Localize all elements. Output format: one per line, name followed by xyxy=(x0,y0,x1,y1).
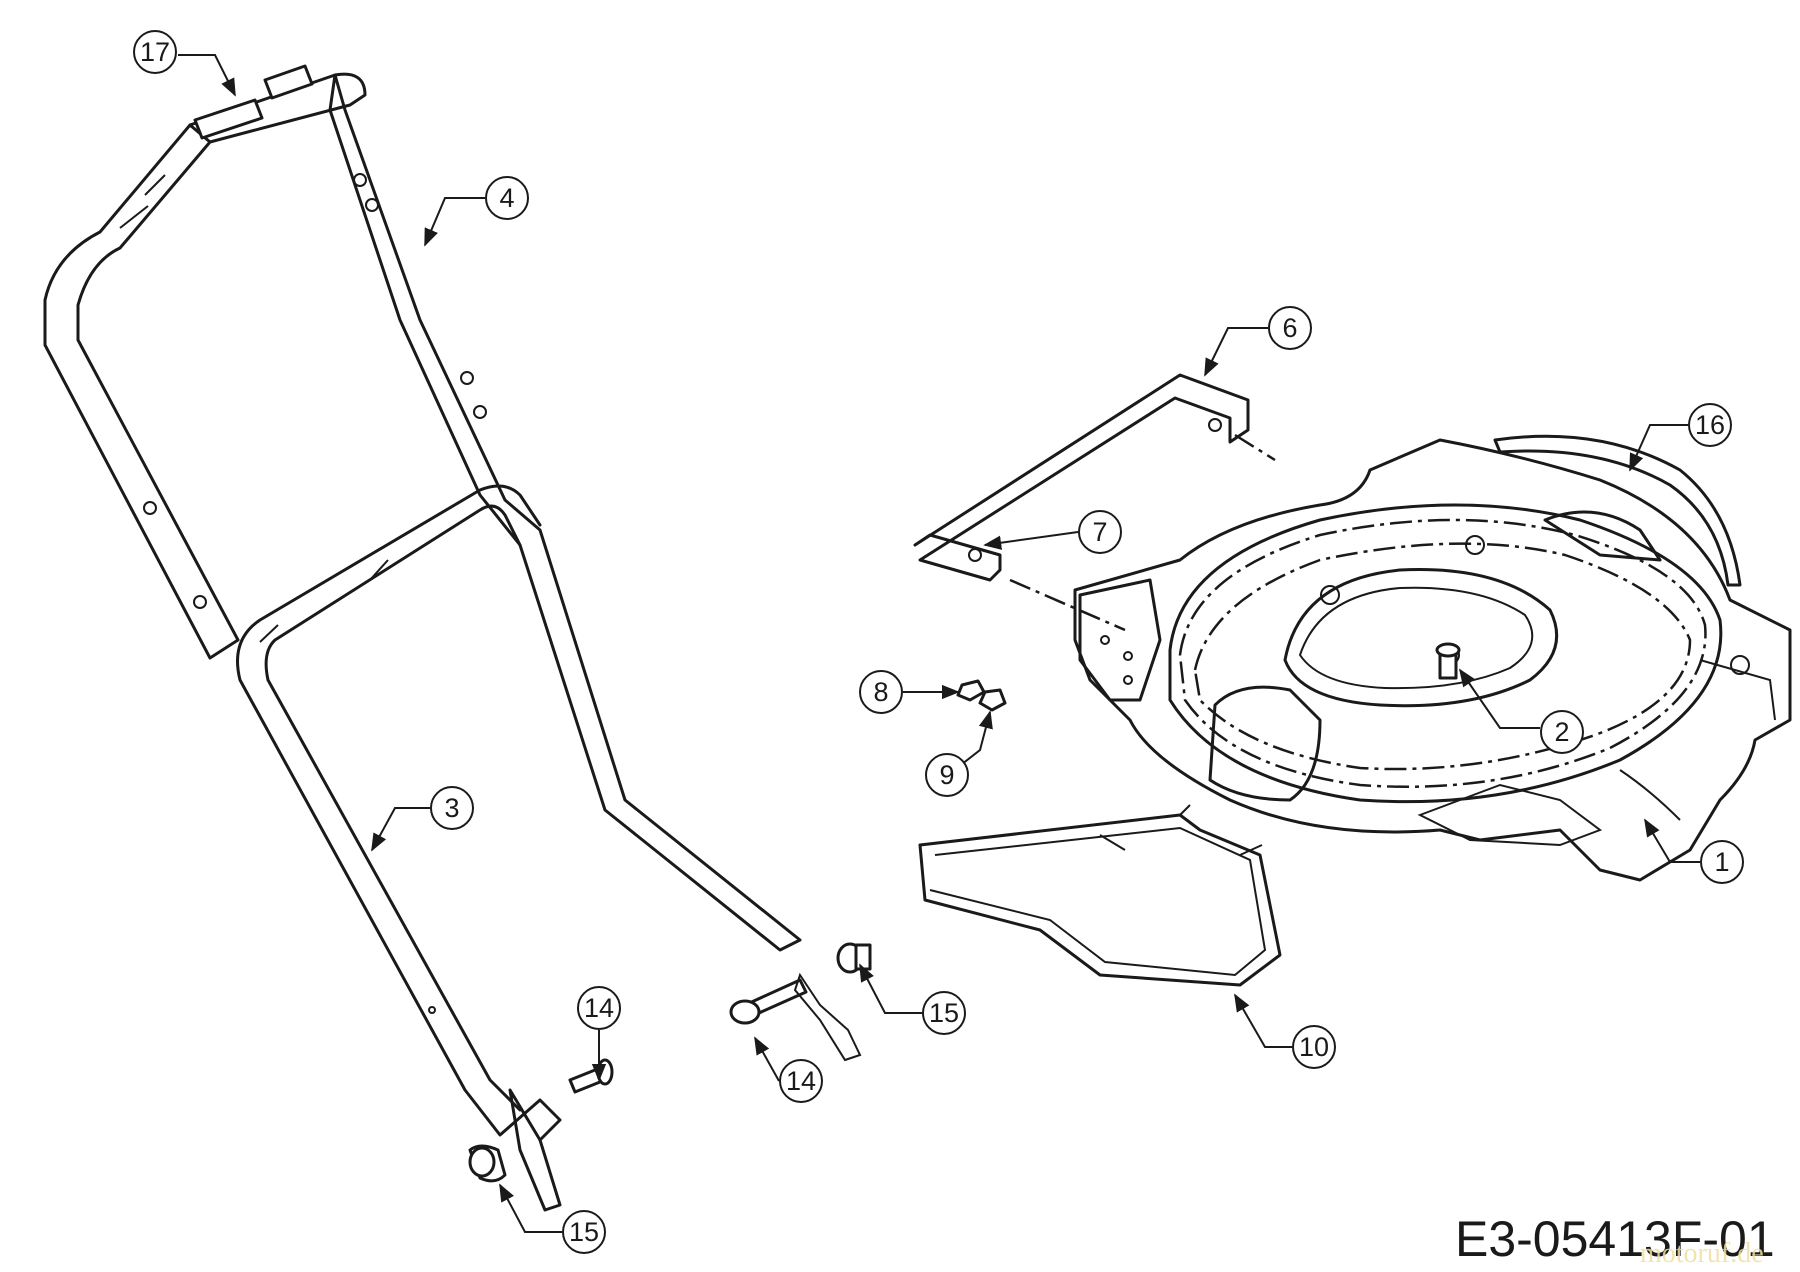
callout-1: 1 xyxy=(1644,818,1744,884)
callout-15-left: 15 xyxy=(499,1183,606,1254)
callout-16-label: 16 xyxy=(1695,410,1725,440)
nut-8 xyxy=(956,679,986,702)
callout-9-label: 9 xyxy=(939,760,954,790)
callout-15-right-label: 15 xyxy=(929,998,959,1028)
callout-7: 7 xyxy=(983,510,1122,554)
callout-14-left: 14 xyxy=(577,986,621,1082)
drawing-code: E3-05413F-01 xyxy=(1455,1211,1775,1267)
callout-14-right: 14 xyxy=(754,1036,823,1103)
hidden-line-2 xyxy=(1009,578,1126,632)
callout-2-label: 2 xyxy=(1554,717,1569,747)
callout-14-left-label: 14 xyxy=(584,993,614,1023)
callout-6: 6 xyxy=(1204,306,1312,377)
callout-15-left-label: 15 xyxy=(569,1217,599,1247)
callout-3: 3 xyxy=(371,786,474,852)
bracket-rod xyxy=(913,373,1250,582)
mower-deck xyxy=(1073,438,1792,882)
knob-left xyxy=(468,1144,507,1183)
bolt-left xyxy=(568,1058,614,1094)
callout-8: 8 xyxy=(859,670,960,714)
callout-6-label: 6 xyxy=(1282,313,1297,343)
callout-15-right: 15 xyxy=(859,963,966,1035)
callout-1-label: 1 xyxy=(1714,847,1729,877)
callout-3-label: 3 xyxy=(444,793,459,823)
handle-bracket-right xyxy=(793,972,862,1062)
upper-handle xyxy=(43,72,802,952)
discharge-chute xyxy=(918,804,1282,987)
callout-14-right-label: 14 xyxy=(786,1066,816,1096)
callout-17-label: 17 xyxy=(140,37,170,67)
callout-4-label: 4 xyxy=(499,183,514,213)
callout-16: 16 xyxy=(1629,403,1732,472)
trim-strip xyxy=(1493,434,1742,587)
callout-2: 2 xyxy=(1458,668,1584,754)
callout-4: 4 xyxy=(424,176,529,247)
callout-17: 17 xyxy=(133,30,236,97)
hidden-line-1 xyxy=(1234,433,1276,462)
knob-right xyxy=(836,942,872,974)
nut-9 xyxy=(978,688,1007,712)
callout-10: 10 xyxy=(1234,993,1336,1069)
watermark: motoruf.de xyxy=(1640,1238,1764,1269)
grip-sleeves xyxy=(193,64,314,140)
bolt-right xyxy=(729,978,808,1025)
deck-bolt xyxy=(1435,642,1461,680)
callout-10-label: 10 xyxy=(1299,1032,1329,1062)
callout-9: 9 xyxy=(925,710,993,797)
callout-7-label: 7 xyxy=(1092,517,1107,547)
lower-handle xyxy=(236,484,562,1212)
callout-8-label: 8 xyxy=(873,677,888,707)
